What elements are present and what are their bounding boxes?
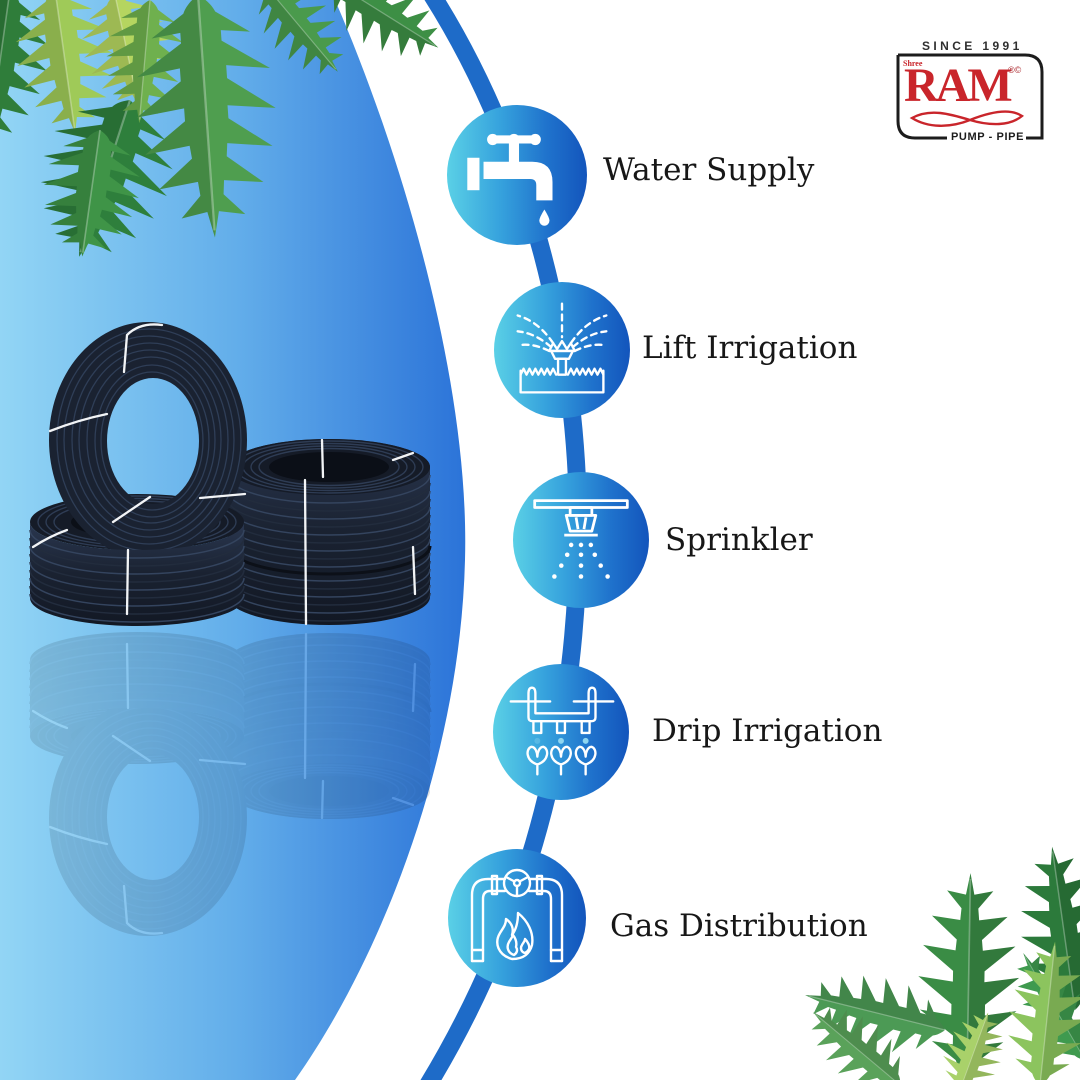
application-label-sprinkler: Sprinkler xyxy=(665,522,813,558)
application-label-drip-irrigation: Drip Irrigation xyxy=(652,713,883,749)
logo-tagline: PUMP - PIPE xyxy=(951,131,1025,143)
lift-irrigation-icon-graphic xyxy=(516,302,608,394)
logo-frame xyxy=(896,53,1044,140)
water-tap-icon-graphic xyxy=(467,133,553,226)
application-label-lift-irrigation: Lift Irrigation xyxy=(642,330,858,366)
gas-pipeline-icon xyxy=(448,849,586,987)
drip-irrigation-icon xyxy=(493,664,629,800)
shree-ram-logo: SINCE 1991 Shree RAM ®© PUMP - PIPE xyxy=(890,30,1050,150)
gas-pipeline-icon-graphic xyxy=(470,868,564,963)
drip-irrigation-icon-graphic xyxy=(509,686,615,776)
lift-irrigation-sprinkler-icon xyxy=(494,282,630,418)
sprinkler-icon xyxy=(513,472,649,608)
logo-prefix-text: Shree xyxy=(903,59,923,68)
logo-registered-marks: ®© xyxy=(1008,65,1022,75)
logo-swirl xyxy=(909,110,1025,127)
application-label-water-supply: Water Supply xyxy=(603,152,815,188)
logo-since-text: SINCE 1991 xyxy=(922,39,1023,53)
water-tap-icon xyxy=(447,105,587,245)
sprinkler-icon-graphic xyxy=(533,499,629,579)
logo-brand-name: RAM xyxy=(904,59,1013,112)
application-label-gas-distribution: Gas Distribution xyxy=(610,908,868,944)
